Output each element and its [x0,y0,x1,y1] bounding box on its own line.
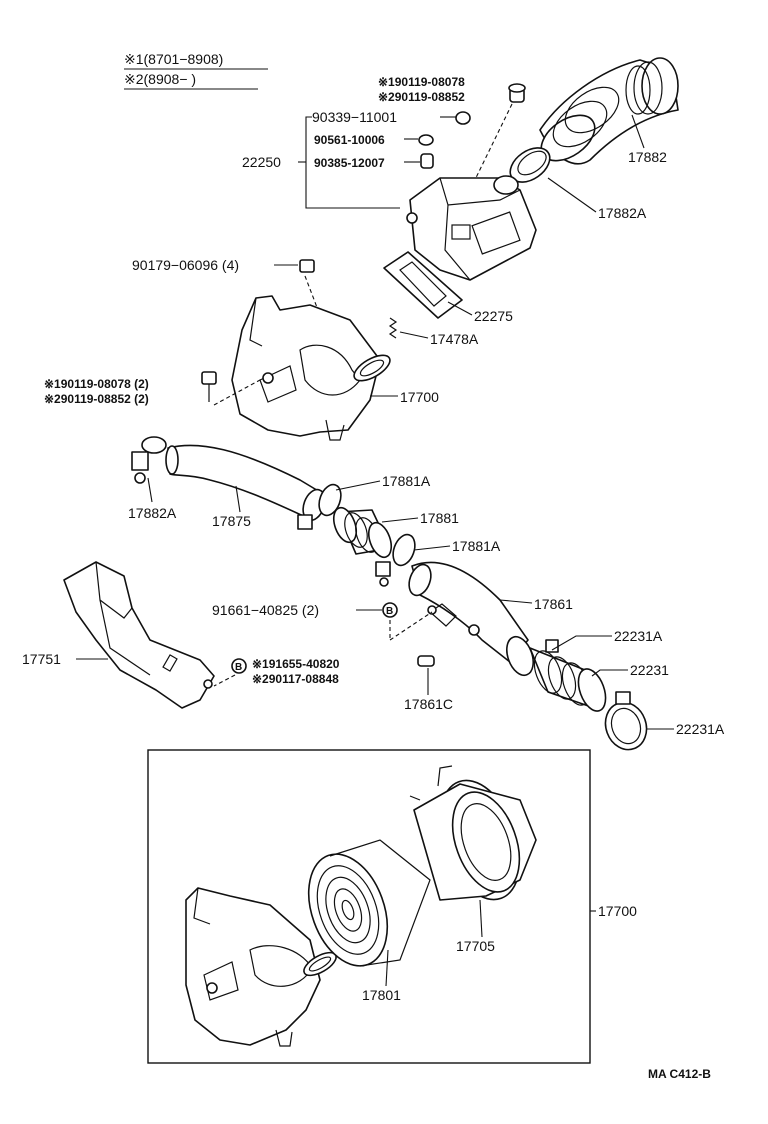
exploded-view-frame [147,749,591,1064]
hose-22231 [529,647,607,712]
label-17700-top: 17700 [400,389,439,405]
svg-text:B: B [386,606,393,617]
label-90179: 90179−06096 (4) [132,257,239,273]
label-17861: 17861 [534,596,573,612]
label-90561: 90561-10006 [314,133,385,147]
filter-element-17801 [307,839,431,967]
label-bolt-left-2: ※290119-08852 (2) [44,392,149,406]
label-90339: 90339−11001 [312,109,397,125]
label-bolt-left-1: ※190119-08078 (2) [44,377,149,391]
label-22231A-bottom: 22231A [676,721,725,737]
marker-b-upper: B [382,602,398,618]
intake-hose-17882 [539,57,679,165]
clip-17478A [388,317,398,339]
legend-note-2: ※2(8908− ) [124,71,196,87]
label-22231: 22231 [630,662,669,678]
label-17751: 17751 [22,651,61,667]
label-17881A-bottom: 17881A [452,538,501,554]
resonator-17751 [63,561,215,709]
label-screw-1: ※191655-40820 [252,657,340,671]
label-17478A: 17478A [430,331,479,347]
label-17882: 17882 [628,149,667,165]
label-screw-2: ※290117-08848 [252,672,339,686]
marker-b-lower: B [231,658,247,674]
label-17882A-left: 17882A [128,505,177,521]
label-22275: 22275 [474,308,513,324]
label-17705: 17705 [456,938,495,954]
clamp-17882A-top [509,147,551,183]
label-17861C: 17861C [404,696,453,712]
washer-90561 [418,134,434,146]
label-90385: 90385-12007 [314,156,385,170]
label-bolt-top-1: ※190119-08078 [378,75,465,89]
clamp-17881A-lower [375,533,416,587]
gasket-22275 [383,251,463,319]
label-91661: 91661−40825 (2) [212,602,319,618]
diagram-code: MA C412-B [648,1067,711,1081]
grommet-90385 [420,153,434,169]
clamp-22231A-lower [604,691,648,751]
pin-17861C [417,655,435,667]
filter-cap-17705 [409,765,537,901]
clamp-17881A-upper [297,483,342,530]
label-22231A-top: 22231A [614,628,663,644]
label-17882A-top: 17882A [598,205,647,221]
label-22250: 22250 [242,154,281,170]
label-17700-box: 17700 [598,903,637,919]
label-17875: 17875 [212,513,251,529]
bolt-top [508,83,526,103]
label-bolt-top-2: ※290119-08852 [378,90,465,104]
duct-17861 [408,561,529,663]
legend: ※1(8701−8908) ※2(8908− ) [124,51,268,90]
clamp-17882A-left [131,436,167,484]
label-17801: 17801 [362,987,401,1003]
bellows-17881 [332,506,393,559]
legend-note-1: ※1(8701−8908) [124,51,223,67]
bolt-left [201,371,217,402]
svg-text:B: B [235,662,242,673]
label-17881A-top: 17881A [382,473,431,489]
air-flow-meter-22250 [406,175,537,281]
air-cleaner-case-17700-lower [185,887,337,1047]
bolt-90179 [299,259,315,273]
label-17881: 17881 [420,510,459,526]
plug-90339 [455,111,471,125]
duct-17875 [165,444,326,522]
air-cleaner-case-17700-upper [231,295,391,441]
